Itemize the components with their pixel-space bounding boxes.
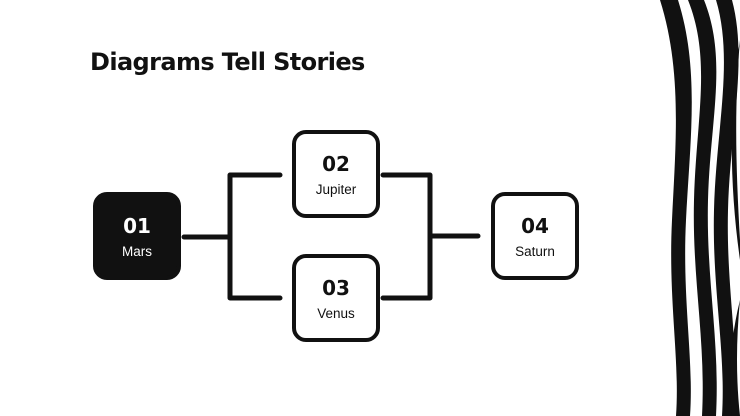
- node-number: 02: [322, 152, 350, 176]
- node-number: 04: [521, 214, 549, 238]
- node-number: 03: [322, 276, 350, 300]
- node-label: Jupiter: [315, 182, 357, 197]
- stripe-band: [660, 0, 692, 416]
- node-label: Venus: [317, 306, 355, 321]
- diagram-node-01: 01 Mars: [93, 192, 181, 280]
- diagram-node-02: 02 Jupiter: [292, 130, 380, 218]
- stripe-band: [688, 0, 717, 416]
- slide-title: Diagrams Tell Stories: [90, 48, 365, 76]
- diagram-node-03: 03 Venus: [292, 254, 380, 342]
- stripe-band: [730, 300, 740, 416]
- stripe-band: [713, 0, 739, 416]
- connector-01-left-bracket: [181, 172, 283, 301]
- diagram-node-04: 04 Saturn: [491, 192, 579, 280]
- node-label: Saturn: [515, 244, 555, 259]
- node-label: Mars: [122, 244, 152, 259]
- stripe-band: [731, 40, 740, 260]
- connector-right-bracket: [380, 172, 481, 301]
- node-number: 01: [123, 214, 151, 238]
